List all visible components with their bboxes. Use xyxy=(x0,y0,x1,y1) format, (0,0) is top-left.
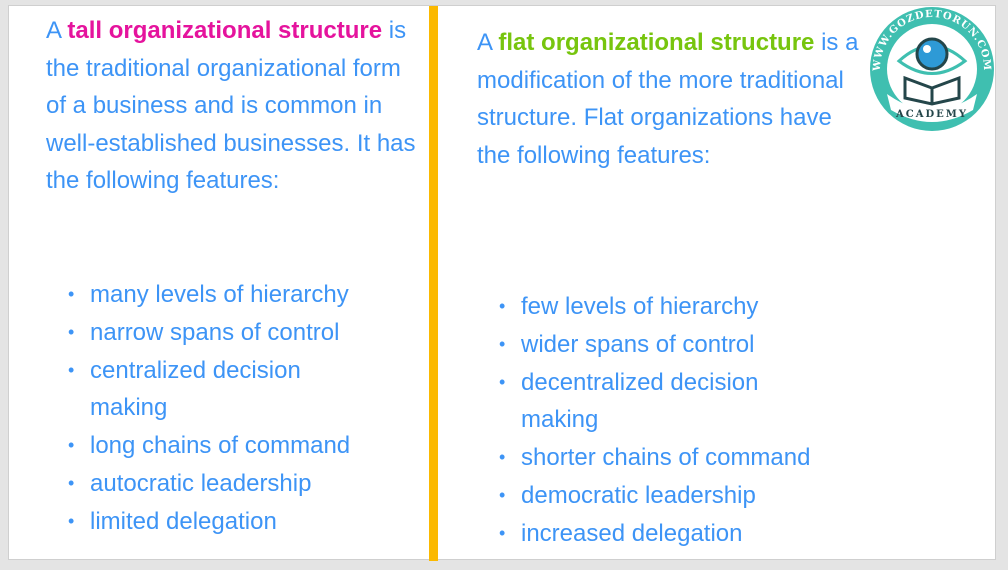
list-item: wider spans of control xyxy=(477,326,877,364)
logo-banner-text: ACADEMY xyxy=(895,109,968,120)
column-divider xyxy=(429,6,438,561)
flat-structure-term: flat organizational structure xyxy=(498,29,815,56)
list-item: increased delegation xyxy=(477,515,877,553)
intro-prefix: A xyxy=(46,17,68,44)
intro-prefix: A xyxy=(477,29,499,56)
list-item: shorter chains of command xyxy=(477,439,877,477)
list-item: limited delegation xyxy=(46,503,436,541)
list-item: democratic leadership xyxy=(477,477,877,515)
list-item: decentralized decision making xyxy=(477,364,761,440)
intro-text: is a modification of the more traditiona… xyxy=(477,29,859,169)
slide: A tall organizational structure is the t… xyxy=(8,5,996,561)
academy-logo: WWW.GOZDETORUN.COM ACADEMY xyxy=(870,7,994,131)
list-item: long chains of command xyxy=(46,427,436,465)
list-item: many levels of hierarchy xyxy=(46,276,436,314)
list-item: few levels of hierarchy xyxy=(477,288,877,326)
flat-features-list: few levels of hierarchy wider spans of c… xyxy=(477,288,877,553)
intro-text: is the traditional organizational form o… xyxy=(46,17,416,195)
list-item: centralized decision making xyxy=(46,352,330,428)
flat-structure-intro: A flat organizational structure is a mod… xyxy=(477,24,867,174)
list-item: autocratic leadership xyxy=(46,465,436,503)
list-item: narrow spans of control xyxy=(46,314,436,352)
tall-structure-intro: A tall organizational structure is the t… xyxy=(46,12,421,200)
tall-structure-term: tall organizational structure xyxy=(67,17,383,44)
tall-features-list: many levels of hierarchy narrow spans of… xyxy=(46,276,436,541)
